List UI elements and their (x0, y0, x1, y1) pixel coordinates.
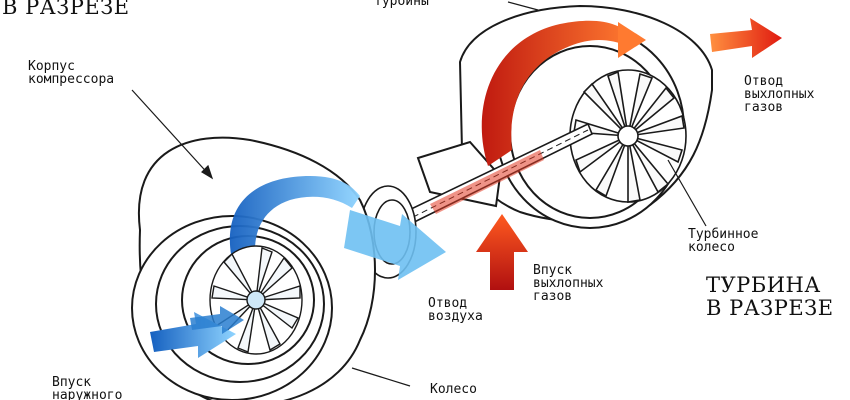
air-duct-arrow (344, 210, 446, 280)
label-compressor-wheel: Колесо (430, 382, 477, 397)
air-inlet-arrow-upper (190, 306, 244, 334)
label-exhaust-inlet: Впуск выхлопных газов (533, 263, 604, 304)
label-compressor-housing: Корпус компрессора (28, 59, 115, 87)
leader-lines (131, 1, 707, 387)
top-left-title-fragment: В РАЗРЕЗЕ (2, 0, 130, 19)
exhaust-gas-swirl (481, 20, 632, 166)
label-turbine-wheel: Турбинное колесо (688, 227, 759, 255)
turbine-wheel (569, 69, 687, 203)
label-exhaust-outlet: Отвод выхлопных газов (744, 74, 815, 115)
exhaust-outlet-arrow (710, 18, 782, 58)
turbine-cutaway-title: ТУРБИНА В РАЗРЕЗЕ (706, 273, 834, 320)
label-air-outlet: Отвод воздуха (428, 296, 483, 324)
exhaust-inlet-arrow (476, 214, 528, 290)
swirl-arrowhead (618, 22, 646, 58)
label-outside-air-inlet: Впуск наружного (52, 375, 123, 400)
label-turbine-fragment: турбины (374, 0, 429, 9)
cold-air-swirl (229, 176, 360, 262)
